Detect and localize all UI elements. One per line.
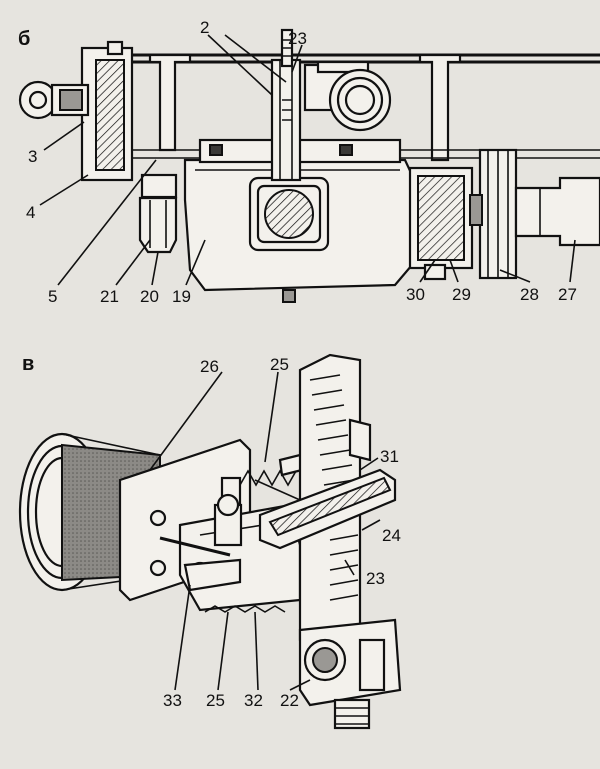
callout-20: 20 [140,287,159,306]
callout-23-top: 23 [288,29,307,48]
callout-25-lower: 25 [206,691,225,710]
callout-19: 19 [172,287,191,306]
callout-22: 22 [280,691,299,710]
callout-21: 21 [100,287,119,306]
callout-3: 3 [28,147,37,166]
panel-label-b: б [18,28,30,50]
callout-33: 33 [163,691,182,710]
callout-30: 30 [406,285,425,304]
callout-26: 26 [200,357,219,376]
callout-28: 28 [520,285,539,304]
callout-24: 24 [382,526,401,545]
panel-v-drawing [18,353,402,730]
callout-5: 5 [48,287,57,306]
callout-31: 31 [380,447,399,466]
callout-23-lower: 23 [366,569,385,588]
panel-b-drawing [18,28,600,303]
callout-25-upper: 25 [270,355,289,374]
callout-27: 27 [558,285,577,304]
callout-2-top: 2 [200,18,209,37]
callout-4: 4 [26,203,35,222]
callout-32: 32 [244,691,263,710]
panel-label-v: в [22,353,34,375]
callout-29: 29 [452,285,471,304]
